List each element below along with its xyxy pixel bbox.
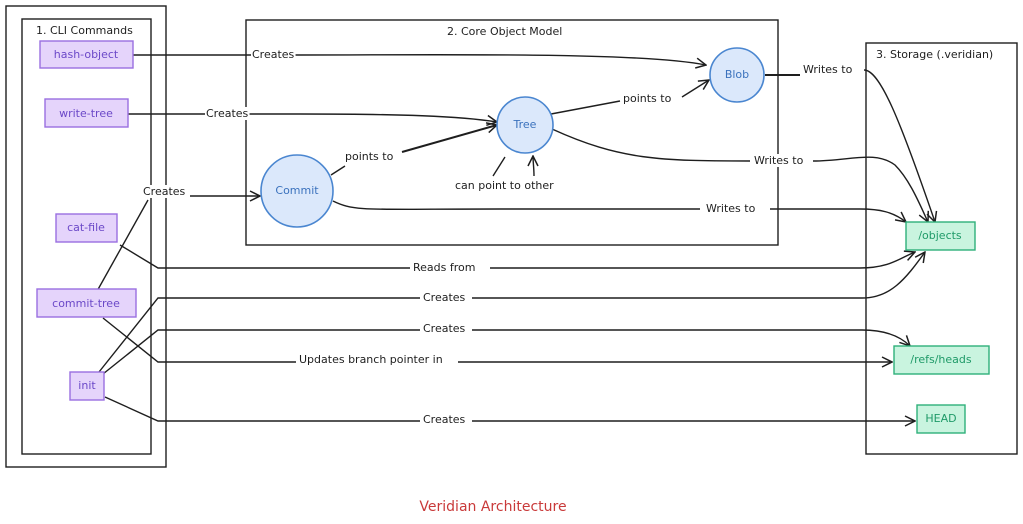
cli-command-cat-file[interactable]: cat-file <box>55 213 118 243</box>
edge-label-background <box>298 353 444 366</box>
edge-label-commit-objects: Writes to <box>706 202 756 215</box>
cli-command-write-tree[interactable]: write-tree <box>44 98 129 128</box>
storage-node-label: HEAD <box>925 412 956 425</box>
cli-group-title: 1. CLI Commands <box>36 24 133 37</box>
edge-label-commit-tree-refs: Updates branch pointer in <box>299 353 443 366</box>
edge-commit-writes-a <box>332 200 700 211</box>
edge-tree-writes-to-objects <box>812 156 928 222</box>
edge-tree-self-loop-in <box>533 156 534 177</box>
edge-label-background <box>412 261 477 274</box>
storage-node-objects[interactable]: /objects <box>905 221 976 251</box>
object-node-label: Tree <box>513 118 537 131</box>
edge-label-background <box>705 202 757 215</box>
edge-init-creates-refs-a <box>102 329 420 375</box>
edge-commit-points-to-tree <box>401 125 497 153</box>
edge-label-blob-objects: Writes to <box>803 63 853 76</box>
edge-label-commit-tree-points: points to <box>345 150 394 163</box>
edge-commit-tree-a <box>330 165 346 176</box>
storage-node-label: /refs/heads <box>910 353 972 366</box>
edge-label-tree-blob-points: points to <box>623 92 672 105</box>
edge-label-tree-self-loop: can point to other <box>455 179 554 192</box>
edge-label-background <box>251 48 296 61</box>
core-group-title: 2. Core Object Model <box>447 25 562 38</box>
edge-label-commit-tree-commit: Creates <box>143 185 186 198</box>
edge-hash-object-blob <box>133 54 706 65</box>
edge-label-background <box>142 185 187 198</box>
edge-init-creates-objects-a <box>98 297 420 373</box>
cli-command-label: init <box>78 379 96 392</box>
edge-label-background <box>802 63 854 76</box>
edge-tree-writes-a <box>551 128 751 162</box>
edge-label-background <box>205 107 250 120</box>
edge-label-background <box>344 150 395 163</box>
cli-outer-frame <box>5 5 167 468</box>
cli-command-label: hash-object <box>54 48 119 61</box>
edge-blob-writes-to-objects <box>863 69 935 222</box>
core-group-frame <box>245 19 779 246</box>
edge-label-background <box>622 92 673 105</box>
object-node-tree[interactable]: Tree <box>496 96 554 154</box>
edge-label-background <box>422 322 467 335</box>
edge-label-hash-object-blob: Creates <box>252 48 295 61</box>
diagram-title: Veridian Architecture <box>419 499 566 515</box>
edge-init-creates-objects <box>472 252 925 299</box>
edge-label-init-refs: Creates <box>423 322 466 335</box>
edge-label-tree-objects: Writes to <box>754 154 804 167</box>
object-node-blob[interactable]: Blob <box>709 47 765 103</box>
edge-init-creates-head-a <box>104 396 420 422</box>
edge-tree-self-loop-out <box>492 156 506 177</box>
edge-label-init-objects: Creates <box>423 291 466 304</box>
storage-node-label: /objects <box>918 229 962 242</box>
edge-label-background <box>422 413 467 426</box>
cli-command-commit-tree[interactable]: commit-tree <box>36 288 137 318</box>
edge-label-cat-file-objects: Reads from <box>413 261 475 274</box>
edge-cat-file-reads-objects <box>490 252 915 269</box>
object-node-label: Blob <box>725 68 749 81</box>
object-node-label: Commit <box>275 184 319 197</box>
edge-label-background <box>422 291 467 304</box>
edge-label-init-head: Creates <box>423 413 466 426</box>
cli-command-init[interactable]: init <box>69 371 105 401</box>
cli-command-label: commit-tree <box>52 297 120 310</box>
edges <box>95 54 935 422</box>
object-node-commit[interactable]: Commit <box>260 154 334 228</box>
edge-label-write-tree-tree: Creates <box>206 107 249 120</box>
edge-write-tree-tree <box>128 113 497 122</box>
cli-command-hash-object[interactable]: hash-object <box>39 40 134 69</box>
storage-group-title: 3. Storage (.veridian) <box>876 48 993 61</box>
cli-command-label: cat-file <box>67 221 105 234</box>
edge-cat-file-reads-a <box>119 244 410 269</box>
edge-commit-writes-to-objects <box>770 208 906 222</box>
storage-node-head[interactable]: HEAD <box>916 404 966 434</box>
edge-commit-tree-updates-a <box>102 317 296 363</box>
storage-group-frame <box>865 42 1018 455</box>
edge-labels: Creates Creates Creates points to points… <box>142 48 854 426</box>
edge-label-background <box>753 154 805 167</box>
edge-init-creates-refs <box>472 329 910 346</box>
edge-label-background <box>454 179 556 192</box>
cli-group-frame <box>21 18 152 455</box>
edge-tree-blob-a <box>550 100 621 115</box>
cli-command-label: write-tree <box>59 107 113 120</box>
edge-tree-points-to-blob <box>681 80 709 98</box>
storage-node-refs-heads[interactable]: /refs/heads <box>893 345 990 375</box>
